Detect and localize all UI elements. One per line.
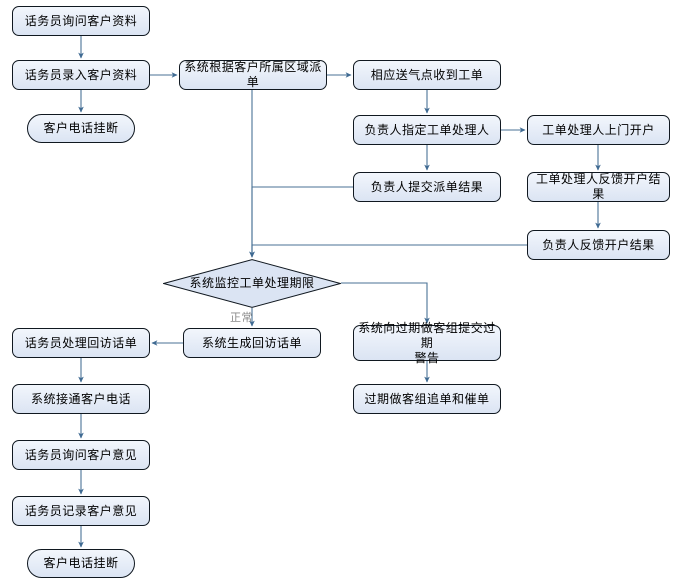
node-label: 负责人提交派单结果 <box>370 179 484 194</box>
node-label: 话务员录入客户资料 <box>24 67 138 82</box>
node-process-n15[interactable]: 话务员处理回访话单 <box>12 328 150 358</box>
node-process-n18[interactable]: 话务员记录客户意见 <box>12 496 150 526</box>
edge-monitor-overdue-to-alert <box>341 282 430 324</box>
node-process-n8[interactable]: 工单处理人上门开户 <box>527 115 670 145</box>
node-process-n10[interactable]: 负责人反馈开户结果 <box>527 230 670 260</box>
node-process-n9[interactable]: 工单处理人反馈开户结果 <box>527 172 670 202</box>
edge-submit-to-monitor <box>249 186 353 258</box>
edge-owner-to-monitor <box>249 244 527 258</box>
node-label: 客户电话挂断 <box>43 556 119 570</box>
node-label: 系统监控工单处理期限 <box>189 276 315 290</box>
node-terminator-n3[interactable]: 客户电话挂断 <box>27 114 135 143</box>
node-label: 客户电话挂断 <box>43 121 119 135</box>
node-label: 系统根据客户所属区域派单 <box>184 60 322 89</box>
decision-diamond-shape <box>163 259 341 308</box>
node-decision-n11[interactable]: 系统监控工单处理期限 <box>163 259 341 308</box>
node-label: 负责人指定工单处理人 <box>364 122 490 137</box>
node-label: 工单处理人反馈开户结果 <box>535 172 661 201</box>
node-process-n1[interactable]: 话务员询问客户资料 <box>12 6 150 36</box>
node-label: 系统向过期做客组提交过期 警告 <box>358 320 496 365</box>
node-label: 过期做客组追单和催单 <box>364 391 490 406</box>
node-process-n7[interactable]: 负责人提交派单结果 <box>353 172 501 202</box>
node-label: 系统生成回访话单 <box>201 335 302 350</box>
node-label: 负责人反馈开户结果 <box>542 237 655 252</box>
node-process-n5[interactable]: 相应送气点收到工单 <box>353 60 501 90</box>
node-process-n12[interactable]: 系统向过期做客组提交过期 警告 <box>353 321 501 365</box>
node-label: 相应送气点收到工单 <box>370 67 484 82</box>
node-process-n4[interactable]: 系统根据客户所属区域派单 <box>179 60 327 90</box>
node-terminator-n19[interactable]: 客户电话挂断 <box>27 549 135 578</box>
edge-label-edge-monitor-normal-to-call: 正常 <box>230 312 253 324</box>
node-label: 系统接通客户电话 <box>30 391 131 406</box>
node-process-n14[interactable]: 系统生成回访话单 <box>183 328 321 358</box>
node-label: 话务员记录客户意见 <box>24 503 138 518</box>
node-label: 话务员处理回访话单 <box>24 335 138 350</box>
node-process-n2[interactable]: 话务员录入客户资料 <box>12 60 150 90</box>
node-process-n16[interactable]: 系统接通客户电话 <box>12 384 150 414</box>
node-process-n17[interactable]: 话务员询问客户意见 <box>12 440 150 470</box>
node-label: 话务员询问客户资料 <box>24 13 138 28</box>
node-label: 工单处理人上门开户 <box>542 122 655 137</box>
node-process-n13[interactable]: 过期做客组追单和催单 <box>353 384 501 414</box>
node-label: 话务员询问客户意见 <box>24 447 138 462</box>
node-process-n6[interactable]: 负责人指定工单处理人 <box>353 115 501 145</box>
